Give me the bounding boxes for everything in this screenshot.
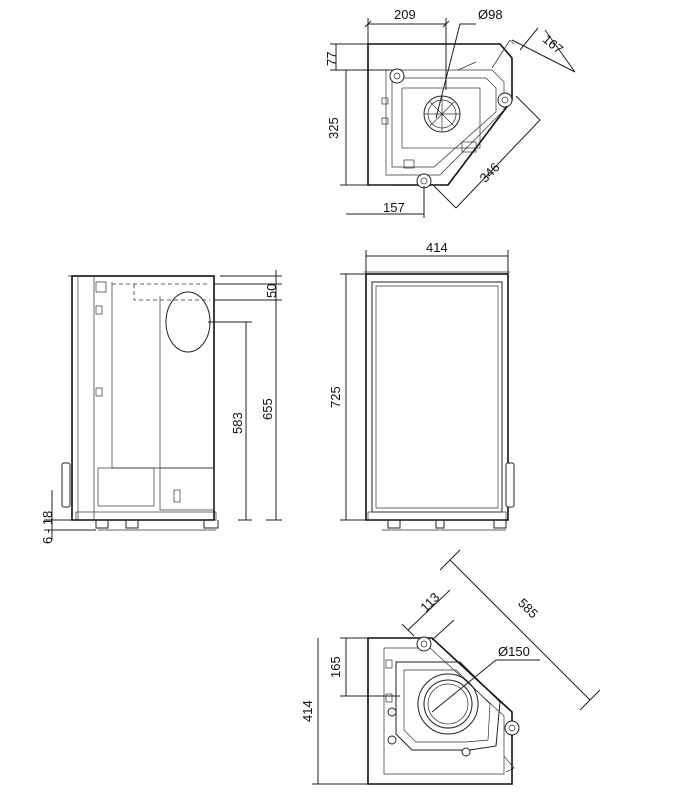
foot-icon xyxy=(497,92,513,108)
top-dim-209: 209 xyxy=(394,7,416,22)
side-dim-583: 583 xyxy=(230,412,245,434)
top-dim-77: 77 xyxy=(324,52,339,66)
top-dim-diameter: Ø98 xyxy=(478,7,503,22)
side-dim-50: 50 xyxy=(264,284,279,298)
front-dim-725: 725 xyxy=(328,386,343,408)
front-handle xyxy=(505,462,515,508)
foot-icon xyxy=(389,68,405,84)
foot-icon xyxy=(416,636,432,652)
front-view-outline xyxy=(365,273,509,521)
side-view: 50 583 655 6 - 18 xyxy=(40,270,282,544)
foot-icon xyxy=(416,173,432,189)
top-dim-157: 157 xyxy=(383,200,405,215)
side-dim-6-18: 6 - 18 xyxy=(40,511,55,544)
top-dim-167: 167 xyxy=(540,31,566,56)
top-dim-325: 325 xyxy=(326,117,341,139)
front-dim-414: 414 xyxy=(426,240,448,255)
side-flue-ellipse xyxy=(165,291,211,353)
side-dim-655: 655 xyxy=(260,398,275,420)
bottom-dim-414: 414 xyxy=(300,700,315,722)
bottom-dim-diameter: Ø150 xyxy=(498,644,530,659)
bottom-dim-113: 113 xyxy=(417,590,442,615)
side-handle xyxy=(61,462,71,508)
front-glass xyxy=(371,281,503,513)
foot-icon xyxy=(504,720,520,736)
bottom-dim-165: 165 xyxy=(328,656,343,678)
side-view-outline xyxy=(71,275,215,521)
bottom-flue-circle xyxy=(417,673,479,735)
top-flue-circle xyxy=(423,95,461,133)
top-view: 209 Ø98 167 77 325 346 157 xyxy=(324,7,576,218)
bottom-dim-585: 585 xyxy=(515,595,541,621)
bottom-view: 113 585 Ø150 165 414 xyxy=(300,549,601,785)
front-view: 414 725 xyxy=(328,240,515,531)
